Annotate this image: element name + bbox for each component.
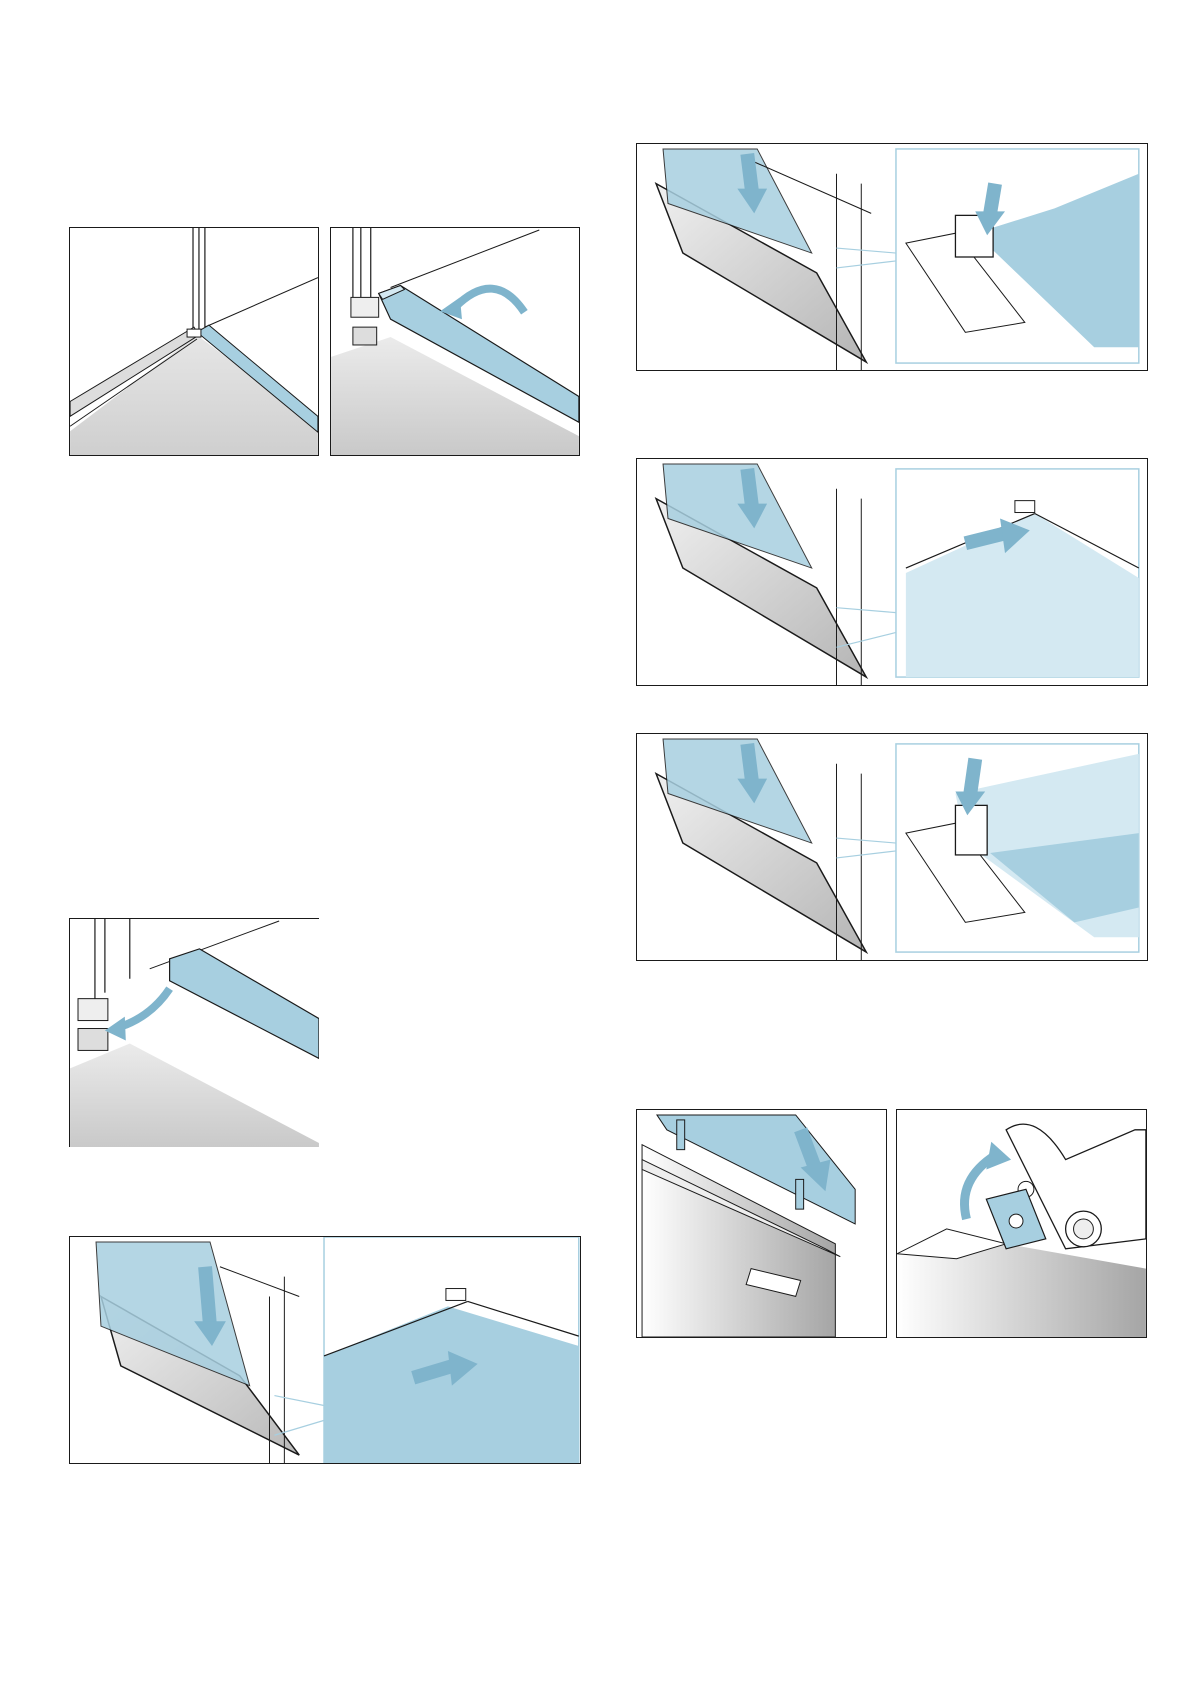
figure-pane-clip [636, 143, 1148, 371]
figure-strip-flip [330, 227, 580, 456]
pane-lower-holder-illustration [70, 1237, 580, 1463]
frame-corner-illustration [70, 228, 318, 455]
figure-strip-refit [69, 918, 319, 1147]
pane-clip-illustration [637, 144, 1147, 370]
pane-bracket-illustration [637, 734, 1147, 960]
figure-pane-slide [636, 458, 1148, 686]
strip-flip-illustration [331, 228, 579, 455]
hinge-lever-illustration [897, 1110, 1146, 1337]
figure-cover-press [636, 1109, 887, 1338]
strip-refit-illustration [70, 919, 319, 1147]
figure-frame-corner [69, 227, 319, 456]
pane-slide-illustration [637, 459, 1147, 685]
cover-press-illustration [637, 1110, 886, 1337]
figure-pane-bracket [636, 733, 1148, 961]
figure-pane-lower-holder [69, 1236, 581, 1464]
figure-hinge-lever [896, 1109, 1147, 1338]
